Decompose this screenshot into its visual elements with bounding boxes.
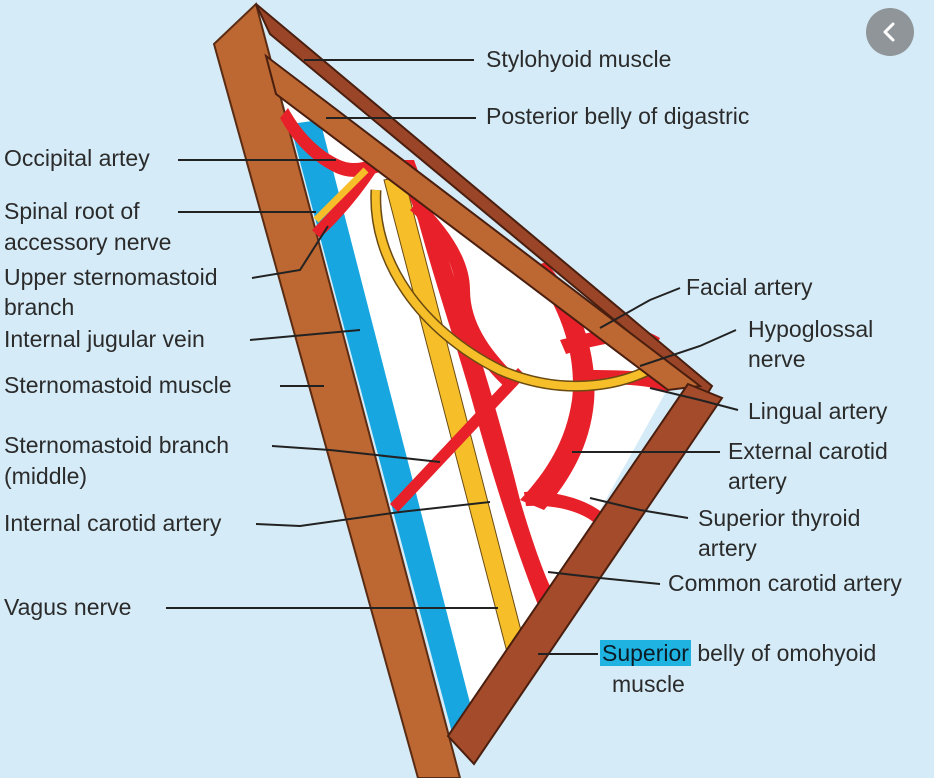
label-vagus-nerve: Vagus nerve bbox=[4, 594, 132, 620]
label-superior-thyroid-line2: artery bbox=[698, 535, 757, 561]
omohyoid-muscle-band bbox=[446, 382, 724, 766]
label-upper-sternomastoid-line1: Upper sternomastoid bbox=[4, 264, 218, 290]
common-carotid-artery bbox=[396, 160, 560, 610]
label-omohyoid-rest: belly of omohyoid bbox=[690, 640, 877, 666]
label-omohyoid-line2: muscle bbox=[612, 671, 685, 697]
label-spinal-root-line1: Spinal root of bbox=[4, 198, 140, 224]
label-sternomastoid-muscle: Sternomastoid muscle bbox=[4, 372, 232, 398]
middle-sternomastoid-branch-vessel bbox=[390, 368, 526, 512]
label-upper-sternomastoid-line2: branch bbox=[4, 294, 75, 320]
label-sternomastoid-branch-line2: (middle) bbox=[4, 463, 88, 489]
label-internal-jugular-vein: Internal jugular vein bbox=[4, 326, 205, 352]
sternomastoid-muscle-band bbox=[212, 2, 462, 778]
back-button[interactable] bbox=[866, 8, 914, 56]
label-internal-carotid-artery: Internal carotid artery bbox=[4, 510, 222, 536]
ica-upper-loop bbox=[410, 200, 520, 392]
leader-lines bbox=[166, 59, 739, 655]
label-occipital-artery: Occipital artey bbox=[4, 145, 150, 171]
label-omohyoid-line1: Superior belly of omohyoid bbox=[600, 638, 876, 669]
upper-sternomastoid-branch-vessel bbox=[312, 166, 376, 238]
label-external-carotid-line2: artery bbox=[728, 468, 787, 494]
label-stylohyoid-muscle: Stylohyoid muscle bbox=[486, 46, 672, 72]
label-lingual-artery: Lingual artery bbox=[748, 398, 888, 424]
label-spinal-root-line2: accessory nerve bbox=[4, 229, 172, 255]
external-carotid-artery bbox=[520, 262, 595, 510]
hypoglossal-nerve-curve-fill bbox=[371, 189, 663, 391]
accessory-nerve bbox=[313, 167, 369, 223]
label-facial-artery: Facial artery bbox=[686, 274, 813, 300]
label-external-carotid-line1: External carotid bbox=[728, 438, 888, 464]
label-hypoglossal-line1: Hypoglossal bbox=[748, 316, 874, 342]
internal-jugular-vein bbox=[290, 120, 478, 740]
label-common-carotid-artery: Common carotid artery bbox=[668, 570, 902, 596]
label-posterior-belly-digastric: Posterior belly of digastric bbox=[486, 103, 750, 129]
superior-thyroid-artery-vessel bbox=[524, 491, 606, 526]
label-sternomastoid-branch-line1: Sternomastoid branch bbox=[4, 432, 230, 458]
label-hypoglossal-line2: nerve bbox=[748, 346, 806, 372]
label-omohyoid-highlight: Superior bbox=[600, 640, 691, 666]
posterior-digastric-band bbox=[264, 53, 703, 392]
chevron-left-icon bbox=[883, 22, 895, 42]
label-superior-thyroid-line1: Superior thyroid bbox=[698, 505, 861, 531]
